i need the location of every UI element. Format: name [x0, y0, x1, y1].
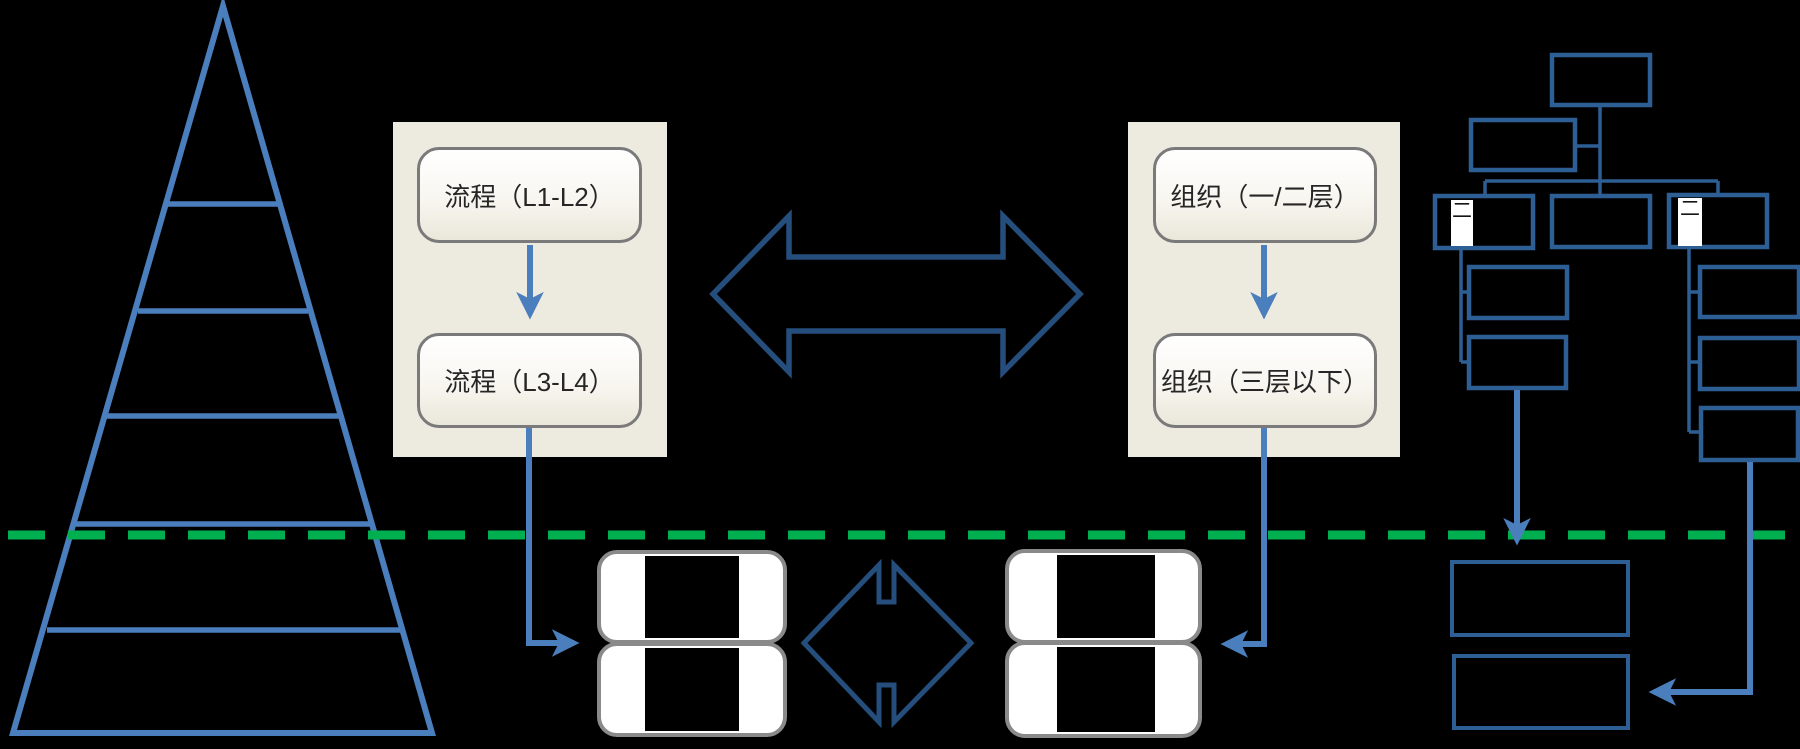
- org-box-right-child-2: [1697, 335, 1800, 392]
- post-box: 岗位: [1450, 560, 1630, 637]
- org-row3-left-highlight: 二: [1451, 200, 1473, 246]
- process-box-l1-l2: 流程（L1-L2）: [417, 147, 642, 243]
- org-box-left-child-2: [1466, 334, 1569, 391]
- org-box-right-child-3: [1698, 405, 1800, 463]
- org-table-row-2-middle-cell: [1057, 647, 1155, 732]
- process-level-pyramid: [9, 0, 436, 736]
- table-mapping-double-arrow: [800, 558, 975, 729]
- arrow-org-to-right-table: [1220, 428, 1267, 658]
- arrow-process-to-left-table: [526, 428, 580, 657]
- pyramid-outline: [9, 0, 436, 736]
- org-box-second: [1468, 117, 1578, 173]
- org-box-level-1-2: 组织（一/二层）: [1153, 147, 1377, 243]
- org-box-top: [1549, 52, 1653, 108]
- arrow-orgchart-to-bottom-box: [1648, 462, 1753, 706]
- process-box-l3-l4: 流程（L3-L4）: [417, 333, 642, 428]
- bottom-right-box: [1452, 654, 1630, 730]
- org-chart-boxes: [1432, 52, 1800, 463]
- flow-arrows: [516, 245, 1753, 706]
- process-table-row-2-middle-cell: [645, 648, 739, 731]
- process-table-row-1-middle-cell: [645, 556, 739, 638]
- process-table-row-1: [597, 550, 787, 644]
- org-table-row-1-middle-cell: [1057, 555, 1155, 638]
- process-table-row-2: [597, 642, 787, 737]
- org-chart-connectors: [1459, 105, 1720, 434]
- org-box-left-child-1: [1466, 264, 1570, 321]
- org-box-row3-left: [1432, 193, 1536, 251]
- org-box-right-child-1: [1697, 264, 1800, 320]
- org-box-row3-middle: [1549, 193, 1653, 250]
- org-row3-right-highlight: 二: [1678, 198, 1702, 246]
- org-table-row-2: [1005, 641, 1202, 738]
- process-org-mapping-double-arrow: [709, 209, 1084, 379]
- org-box-level-3-below: 组织（三层以下）: [1153, 333, 1377, 428]
- pyramid-level-lines: [47, 201, 401, 633]
- org-table-row-1: [1005, 549, 1202, 644]
